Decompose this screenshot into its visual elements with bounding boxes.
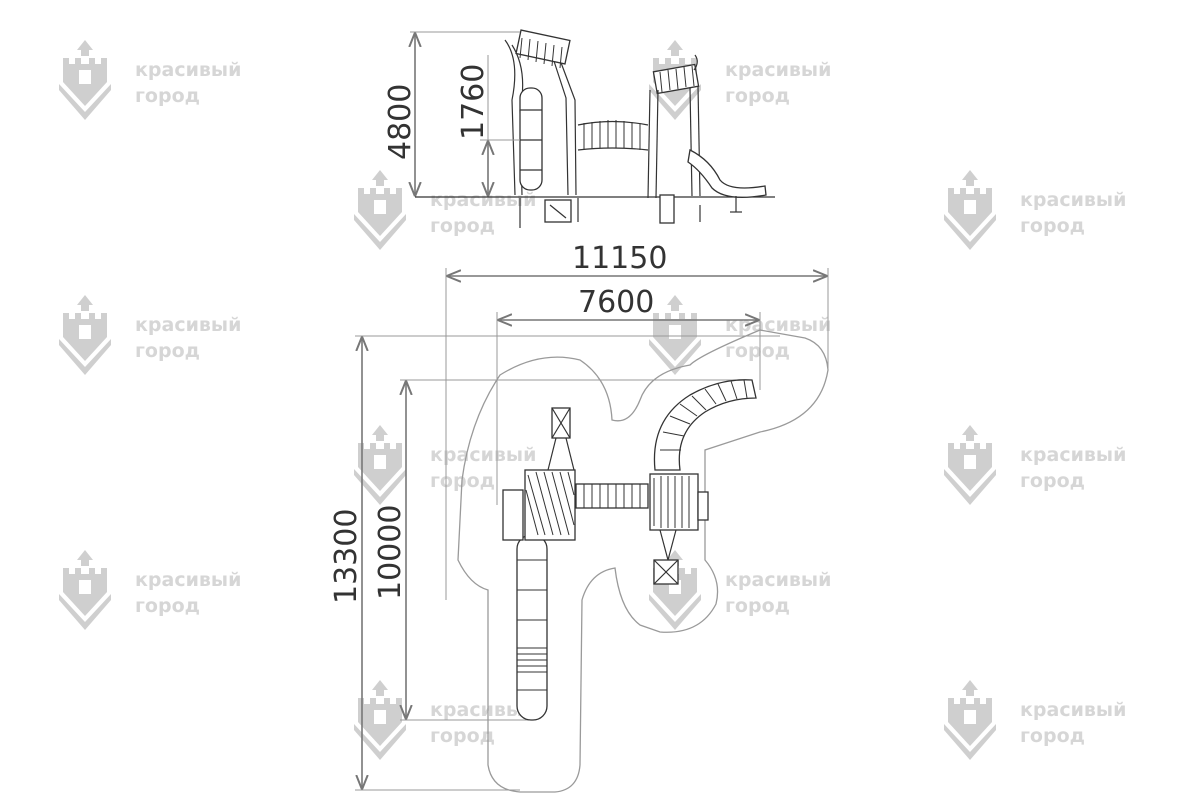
watermark-line1: красивый (430, 444, 536, 466)
watermark-line2: город (1020, 215, 1085, 237)
watermark: красивый город (649, 550, 831, 630)
watermark-line1: красивый (135, 569, 241, 591)
right-tower-plan (649, 473, 709, 585)
curved-slide-plan (653, 379, 757, 471)
safety-zone-outline (457, 329, 829, 793)
watermark-line2: город (430, 215, 495, 237)
watermark: красивый город (944, 425, 1126, 505)
dimension-equipment-length: 10000 (373, 382, 408, 718)
dimension-label-equipment-width: 7600 (578, 285, 654, 320)
side-elevation-view: 4800 1760 (383, 29, 775, 228)
watermark-line1: красивый (1020, 699, 1126, 721)
right-tower-elevation (647, 54, 767, 224)
bridge-elevation (577, 120, 649, 151)
watermark-logo-icon (944, 170, 996, 250)
watermark-logo-icon (944, 680, 996, 760)
watermark-line2: город (135, 340, 200, 362)
watermark-line2: город (135, 595, 200, 617)
dimension-label-platform-height: 1760 (456, 64, 491, 140)
watermark: красивый город (354, 170, 536, 250)
left-tower-plan (502, 407, 576, 541)
watermark-logo-icon (59, 550, 111, 630)
watermark-line1: красивый (430, 189, 536, 211)
watermark: красивый город (944, 680, 1126, 760)
dimension-equipment-width: 7600 (499, 285, 758, 320)
watermark-line1: красивый (430, 699, 536, 721)
watermark-line2: город (430, 725, 495, 747)
watermark-line1: красивый (725, 569, 831, 591)
plan-view: 11150 7600 13300 10000 (329, 241, 829, 793)
watermark-logo-icon (944, 425, 996, 505)
dimension-overall-length: 13300 (329, 338, 364, 788)
watermark-logo-icon (59, 295, 111, 375)
watermark: красивый город (649, 40, 831, 120)
dimension-label-equipment-length: 10000 (373, 505, 408, 600)
watermark-line2: город (725, 85, 790, 107)
watermark-line1: красивый (135, 314, 241, 336)
left-tower-elevation (504, 29, 579, 228)
watermark-line1: красивый (725, 59, 831, 81)
watermark-line1: красивый (1020, 444, 1126, 466)
dimension-overall-width: 11150 (448, 241, 826, 276)
watermark: красивый город (59, 550, 241, 630)
dimension-total-height: 4800 (383, 31, 520, 195)
dimension-label-overall-width: 11150 (572, 241, 667, 276)
watermark-line2: город (1020, 725, 1085, 747)
watermark-logo-icon (59, 40, 111, 120)
watermark-line2: город (135, 85, 200, 107)
watermark: красивый город (59, 40, 241, 120)
bridge-plan (575, 483, 649, 509)
watermark: красивый город (59, 295, 241, 375)
watermark-line1: красивый (135, 59, 241, 81)
dimension-platform-height: 1760 (456, 55, 520, 195)
watermark-line2: город (725, 340, 790, 362)
tube-slide-plan (516, 534, 548, 721)
dimension-label-total-height: 4800 (383, 84, 418, 160)
watermark-layer: красивый город красивый город красивый город к… (59, 40, 1126, 760)
watermark-line2: город (1020, 470, 1085, 492)
watermark: красивый город (944, 170, 1126, 250)
watermark-logo-icon (354, 170, 406, 250)
watermark-line2: город (725, 595, 790, 617)
watermark-line1: красивый (1020, 189, 1126, 211)
watermark: красивый город (354, 680, 536, 760)
dimension-label-overall-length: 13300 (329, 509, 364, 604)
